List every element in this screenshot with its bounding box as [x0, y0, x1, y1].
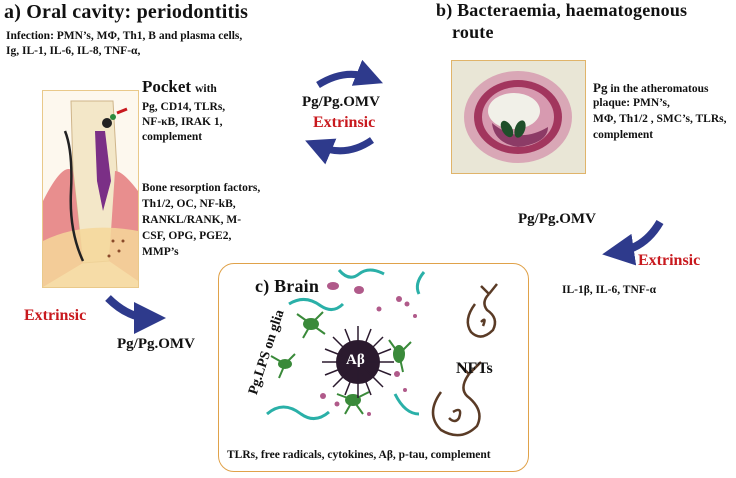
pocket-with: with — [195, 83, 217, 95]
left-connector-label: Pg/Pg.OMV — [117, 336, 195, 352]
plaque-line-0: Pg in the atheromatous — [593, 80, 709, 97]
bone-resorption-item: CSF, OPG, PGE2, — [142, 230, 232, 242]
arrow-left — [305, 137, 374, 165]
pocket-item: Pg, CD14, TLRs, — [142, 101, 226, 113]
infection-line-1: Infection: PMN’s, MΦ, Th1, B and plasma … — [6, 30, 243, 42]
abeta-plaque — [322, 326, 394, 398]
infection-line-2: Ig, IL-1, IL-6, IL-8, TNF-α, — [6, 45, 141, 57]
right-extrinsic-label: Extrinsic — [638, 252, 701, 269]
brain-footer: TLRs, free radicals, cytokines, Aβ, p-ta… — [227, 449, 491, 461]
top-extrinsic-label: Extrinsic — [313, 114, 376, 131]
plaque-line-1: in the atheromatous — [607, 83, 709, 95]
panel-c-title: c) Brain — [255, 276, 320, 296]
pocket-title: Pocket — [142, 77, 192, 96]
nft-tangles — [431, 283, 498, 437]
right-cytokines: IL-1β, IL-6, TNF-α — [562, 284, 657, 296]
plaque-lead: Pg — [593, 80, 608, 95]
periodontal-pocket-illustration — [42, 90, 139, 288]
arrow-right — [316, 59, 384, 89]
brain-panel — [218, 263, 529, 472]
pocket-heading: Pocket with — [142, 77, 217, 97]
atheromatous-plaque-image — [451, 60, 586, 174]
plaque-item: plaque: PMN’s, — [593, 97, 670, 109]
right-connector-label: Pg/Pg.OMV — [518, 211, 596, 227]
pocket-item: complement — [142, 131, 203, 143]
plaque-item: MΦ, Th1/2 , SMC’s, TLRs, — [593, 113, 727, 125]
arrow-down-right — [105, 295, 166, 334]
panel-b-title-line-2: route — [452, 22, 494, 42]
arrow-down-left — [602, 219, 664, 266]
panel-a-title: a) Oral cavity: periodontitis — [4, 1, 249, 23]
bone-resorption-item: MMP’s — [142, 246, 179, 258]
bone-resorption-item: Th1/2, OC, NF-kB, — [142, 198, 236, 210]
plaque-item: complement — [593, 129, 654, 141]
left-extrinsic-label: Extrinsic — [24, 307, 87, 324]
top-connector-label: Pg/Pg.OMV — [302, 94, 380, 110]
panel-b-title-line-1: b) Bacteraemia, haematogenous — [436, 0, 688, 20]
bone-resorption-item: Bone resorption factors, — [142, 182, 261, 194]
bone-resorption-item: RANKL/RANK, M- — [142, 214, 242, 226]
pocket-item: NF-κB, IRAK 1, — [142, 116, 223, 128]
abeta-label: Aβ — [346, 352, 365, 368]
nfts-label: NFTs — [456, 360, 493, 377]
